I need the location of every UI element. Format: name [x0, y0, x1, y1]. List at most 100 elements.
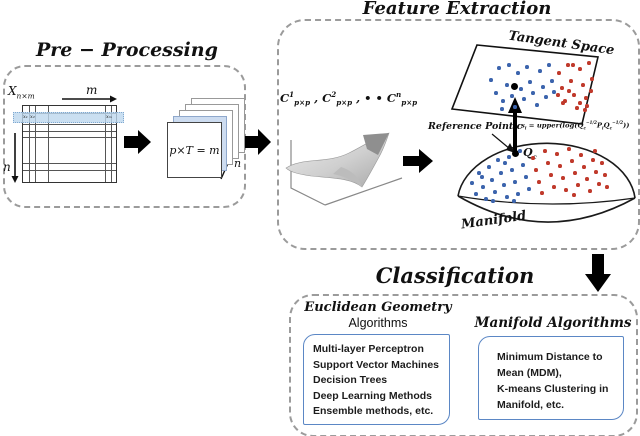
scatter-dot	[481, 185, 485, 189]
scatter-dot	[575, 106, 579, 110]
scatter-dot	[491, 199, 495, 203]
row-cell-xm: xₘ	[106, 114, 112, 120]
algo-item: Ensemble methods, etc.	[313, 405, 434, 417]
scatter-dot	[518, 149, 522, 153]
scatter-dot	[588, 189, 592, 193]
algo-item: K-means Clustering in	[497, 383, 609, 395]
scatter-dot	[522, 97, 526, 101]
feature-extraction-title: Feature Extraction	[362, 0, 552, 19]
arrow-preproc-to-feature	[244, 129, 271, 155]
scatter-dot	[567, 89, 571, 93]
matrix-gridline	[23, 163, 116, 164]
scatter-dot	[593, 149, 597, 153]
highlighted-row: x₁ x₂ xₘ	[13, 112, 124, 123]
scatter-dot	[570, 159, 574, 163]
tangent-map-equation: si = upper(log(Qc−1/2PiQc−1/2))	[521, 120, 630, 131]
scatter-dot	[516, 71, 520, 75]
classification-title: Classification	[375, 263, 535, 288]
matrix-gridline	[29, 106, 30, 182]
scatter-dot	[585, 177, 589, 181]
scatter-dot	[528, 80, 532, 84]
scatter-dot	[558, 164, 562, 168]
scatter-dot	[503, 161, 507, 165]
scatter-dot	[549, 173, 553, 177]
reference-point-label: Reference Point c	[428, 121, 523, 132]
scatter-dot	[579, 153, 583, 157]
feature-extraction-box	[277, 19, 640, 250]
manifold-algorithms-heading: Manifold Algorithms	[474, 315, 632, 331]
scatter-dot	[497, 66, 501, 70]
scatter-dot	[490, 178, 494, 182]
scatter-dot	[516, 192, 520, 196]
matrix-gridline	[23, 131, 116, 132]
scatter-dot	[567, 147, 571, 151]
epoch-dimension-label: p×T = m	[169, 143, 220, 157]
tangent-center-point	[511, 83, 518, 90]
scatter-dot	[538, 69, 542, 73]
euclidean-heading-line2: Algorithms	[348, 316, 408, 330]
scatter-dot	[540, 191, 544, 195]
scatter-dot	[525, 65, 529, 69]
arrow-matrix-to-stack	[124, 130, 151, 154]
scatter-dot	[556, 93, 560, 97]
scatter-dot	[564, 188, 568, 192]
scatter-dot	[537, 180, 541, 184]
scatter-dot	[560, 86, 564, 90]
scatter-dot	[487, 165, 491, 169]
scatter-dot	[572, 93, 576, 97]
scatter-dot	[493, 190, 497, 194]
scatter-dot	[587, 61, 591, 65]
algo-item: Minimum Distance to	[497, 351, 603, 363]
scatter-dot	[571, 63, 575, 67]
scatter-dot	[531, 91, 535, 95]
scatter-dot	[582, 165, 586, 169]
manifold-reference-point	[512, 150, 519, 157]
matrix-gridline	[48, 106, 49, 182]
scatter-dot	[470, 181, 474, 185]
scatter-dot	[524, 175, 528, 179]
scatter-dot	[507, 63, 511, 67]
matrix-gridline	[23, 170, 116, 171]
scatter-dot	[505, 195, 509, 199]
scatter-dot	[512, 199, 516, 203]
scatter-dot	[546, 161, 550, 165]
scatter-dot	[597, 182, 601, 186]
row-cell-x1: x₁	[23, 114, 28, 120]
scatter-dot	[573, 171, 577, 175]
scatter-dot	[584, 96, 588, 100]
scatter-dot	[535, 103, 539, 107]
algo-item: Manifold, etc.	[497, 399, 565, 411]
scatter-dot	[507, 155, 511, 159]
scatter-dot	[581, 83, 585, 87]
scatter-dot	[552, 185, 556, 189]
matrix-gridline	[23, 137, 116, 138]
m-arrow	[62, 95, 117, 103]
scatter-dot	[550, 79, 554, 83]
m-axis-label: m	[86, 83, 98, 97]
scatter-dot	[510, 168, 514, 172]
scatter-dot	[480, 175, 484, 179]
manifold-algorithms-box: Minimum Distance to Mean (MDM), K-means …	[478, 336, 624, 420]
tangent-plane	[450, 44, 599, 125]
n-axis-label: n	[3, 160, 11, 174]
algo-item: Support Vector Machines	[313, 358, 440, 371]
scatter-dot	[494, 91, 498, 95]
arrow-feature-to-classification	[585, 254, 611, 292]
scatter-dot	[605, 185, 609, 189]
surface-plot	[285, 132, 403, 206]
row-cell-x2: x₂	[30, 114, 35, 120]
scatter-dot	[513, 105, 517, 109]
scatter-dot	[500, 107, 504, 111]
scatter-dot	[555, 152, 559, 156]
matrix-gridline	[35, 106, 36, 182]
scatter-dot	[521, 163, 525, 167]
scatter-dot	[477, 171, 481, 175]
preprocessing-title: Pre − Processing	[36, 39, 218, 61]
scatter-dot	[561, 101, 565, 105]
scatter-dot	[603, 173, 607, 177]
scatter-dot	[501, 99, 505, 103]
matrix-gridline	[23, 124, 116, 125]
scatter-dot	[566, 63, 570, 67]
scatter-dot	[510, 94, 514, 98]
